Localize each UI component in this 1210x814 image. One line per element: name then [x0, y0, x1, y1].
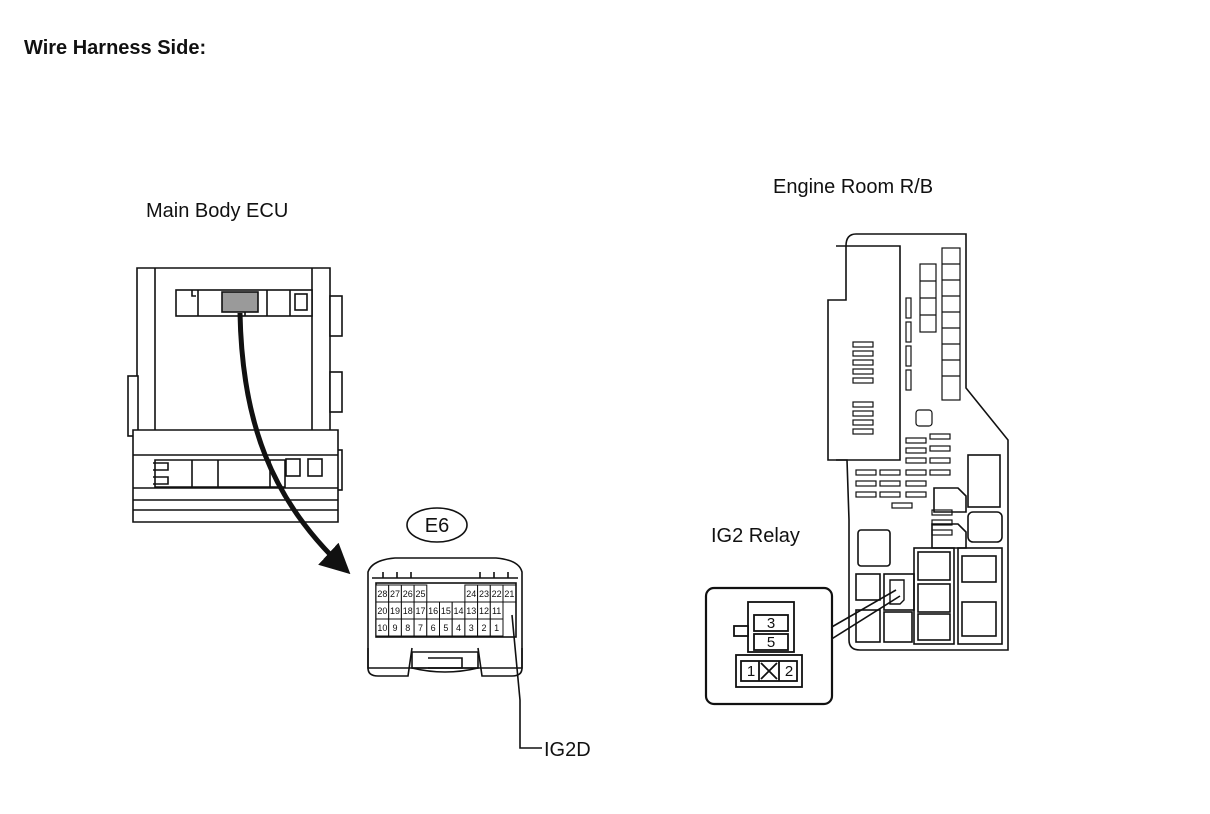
e6-pin-number: 24 — [466, 589, 476, 599]
ig2-relay-label: IG2 Relay — [711, 525, 800, 547]
e6-pin-number: 5 — [443, 623, 448, 633]
page-heading: Wire Harness Side: — [24, 37, 207, 59]
e6-pin-number: 6 — [431, 623, 436, 633]
e6-pin-number: 15 — [441, 606, 451, 616]
e6-pin-number: 20 — [377, 606, 387, 616]
ig2-relay-terminals: 3 5 1 2 — [747, 615, 793, 680]
e6-pin-number: 22 — [492, 589, 502, 599]
e6-pin-number: 7 — [418, 623, 423, 633]
e6-pin-number: 16 — [428, 606, 438, 616]
ig2d-terminal-label: IG2D — [544, 739, 591, 761]
e6-connector-id: E6 — [425, 515, 449, 537]
main-body-ecu-drawing — [127, 267, 343, 523]
e6-pin-number: 26 — [403, 589, 413, 599]
e6-pin-number: 4 — [456, 623, 461, 633]
relay-terminal-1: 1 — [747, 663, 755, 680]
connector-arrow — [237, 312, 351, 575]
e6-pin-number: 17 — [415, 606, 425, 616]
e6-pin-number: 3 — [469, 623, 474, 633]
e6-pin-number: 13 — [466, 606, 476, 616]
e6-pin-number: 10 — [377, 623, 387, 633]
e6-pin-number: 25 — [415, 589, 425, 599]
e6-pin-number: 18 — [403, 606, 413, 616]
engine-room-rb-drawing — [827, 233, 1009, 651]
e6-pin-cell — [502, 584, 517, 603]
e6-pin-number: 1 — [494, 623, 499, 633]
e6-pin-number: 8 — [405, 623, 410, 633]
e6-pin-number: 27 — [390, 589, 400, 599]
e6-pin-cell — [489, 618, 504, 637]
e6-pin-number: 9 — [393, 623, 398, 633]
relay-terminal-2: 2 — [785, 663, 793, 680]
e6-badge — [406, 507, 468, 543]
engine-room-rb-label: Engine Room R/B — [773, 176, 934, 198]
e6-pin-number: 2 — [481, 623, 486, 633]
main-body-ecu-label: Main Body ECU — [146, 200, 289, 222]
e6-pin-number: 21 — [504, 589, 514, 599]
e6-pin-number: 19 — [390, 606, 400, 616]
relay-callout-lines — [829, 589, 901, 641]
ig2-relay-inset — [704, 586, 834, 706]
e6-pin-number: 11 — [492, 606, 501, 616]
e6-pin-number: 12 — [479, 606, 489, 616]
e6-pin-number: 14 — [454, 606, 464, 616]
e6-pin-number: 23 — [479, 589, 489, 599]
relay-terminal-5: 5 — [767, 634, 775, 651]
relay-terminal-3: 3 — [767, 615, 775, 632]
e6-pin-number: 28 — [377, 589, 387, 599]
